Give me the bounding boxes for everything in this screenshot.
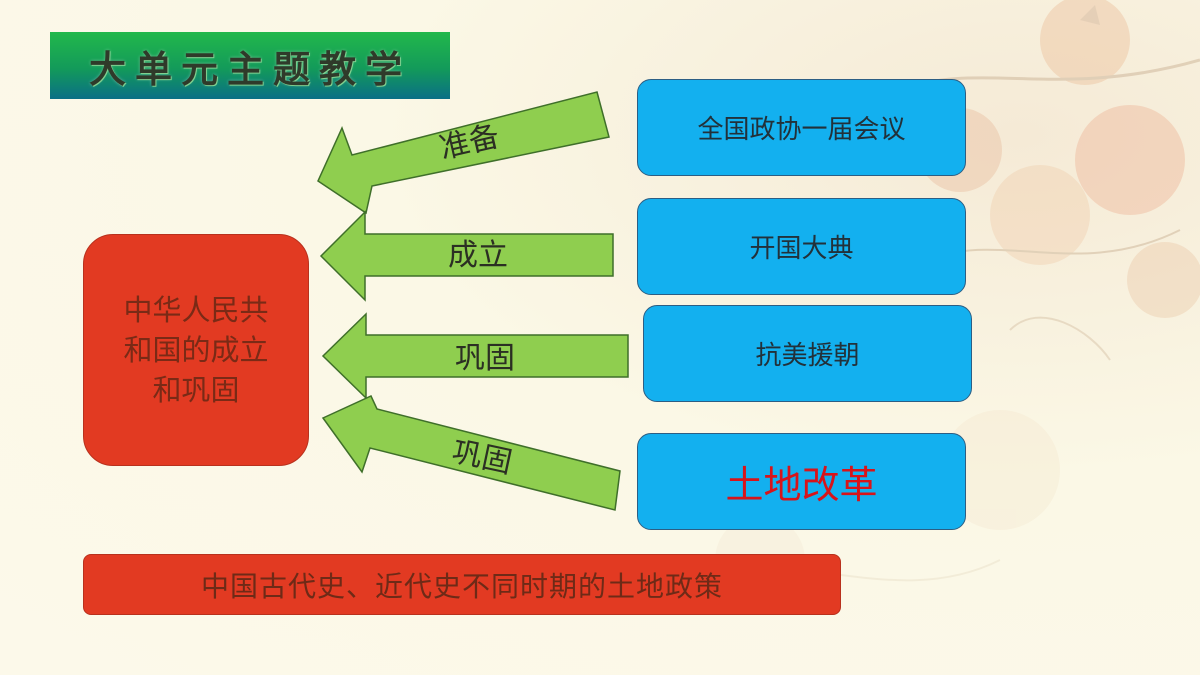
arrow-label-consolidate-1: 巩固: [455, 341, 515, 376]
event-box-founding-ceremony: 开国大典: [637, 198, 966, 295]
event-box-cppcc: 全国政协一届会议: [637, 79, 966, 176]
arrow-prepare: 准备: [317, 91, 610, 215]
title-banner: 大单元主题教学: [50, 32, 450, 99]
bottom-topic-bar: 中国古代史、近代史不同时期的土地政策: [83, 554, 841, 615]
event-label-land-reform: 土地改革: [725, 463, 878, 507]
arrow-found: 成立: [319, 210, 614, 302]
arrow-consolidate-2: 巩固: [321, 395, 621, 511]
arrow-consolidate-1: 巩固: [321, 312, 629, 400]
arrow-label-found: 成立: [448, 238, 508, 273]
slide-title: 大单元主题教学: [89, 46, 411, 91]
event-box-korean-war: 抗美援朝: [643, 305, 972, 402]
event-box-land-reform: 土地改革: [637, 433, 966, 530]
event-label-korean-war: 抗美援朝: [755, 341, 860, 371]
central-topic-box: 中华人民共 和国的成立 和巩固: [83, 234, 309, 466]
event-label-founding-ceremony: 开国大典: [749, 234, 854, 264]
central-topic-line-3: 和巩固: [152, 373, 240, 407]
central-topic-line-1: 中华人民共: [123, 293, 269, 327]
event-label-cppcc: 全国政协一届会议: [697, 115, 906, 145]
bottom-topic-text: 中国古代史、近代史不同时期的土地政策: [200, 569, 723, 603]
central-topic-text: 中华人民共 和国的成立 和巩固: [106, 290, 286, 410]
central-topic-line-2: 和国的成立: [123, 333, 269, 367]
